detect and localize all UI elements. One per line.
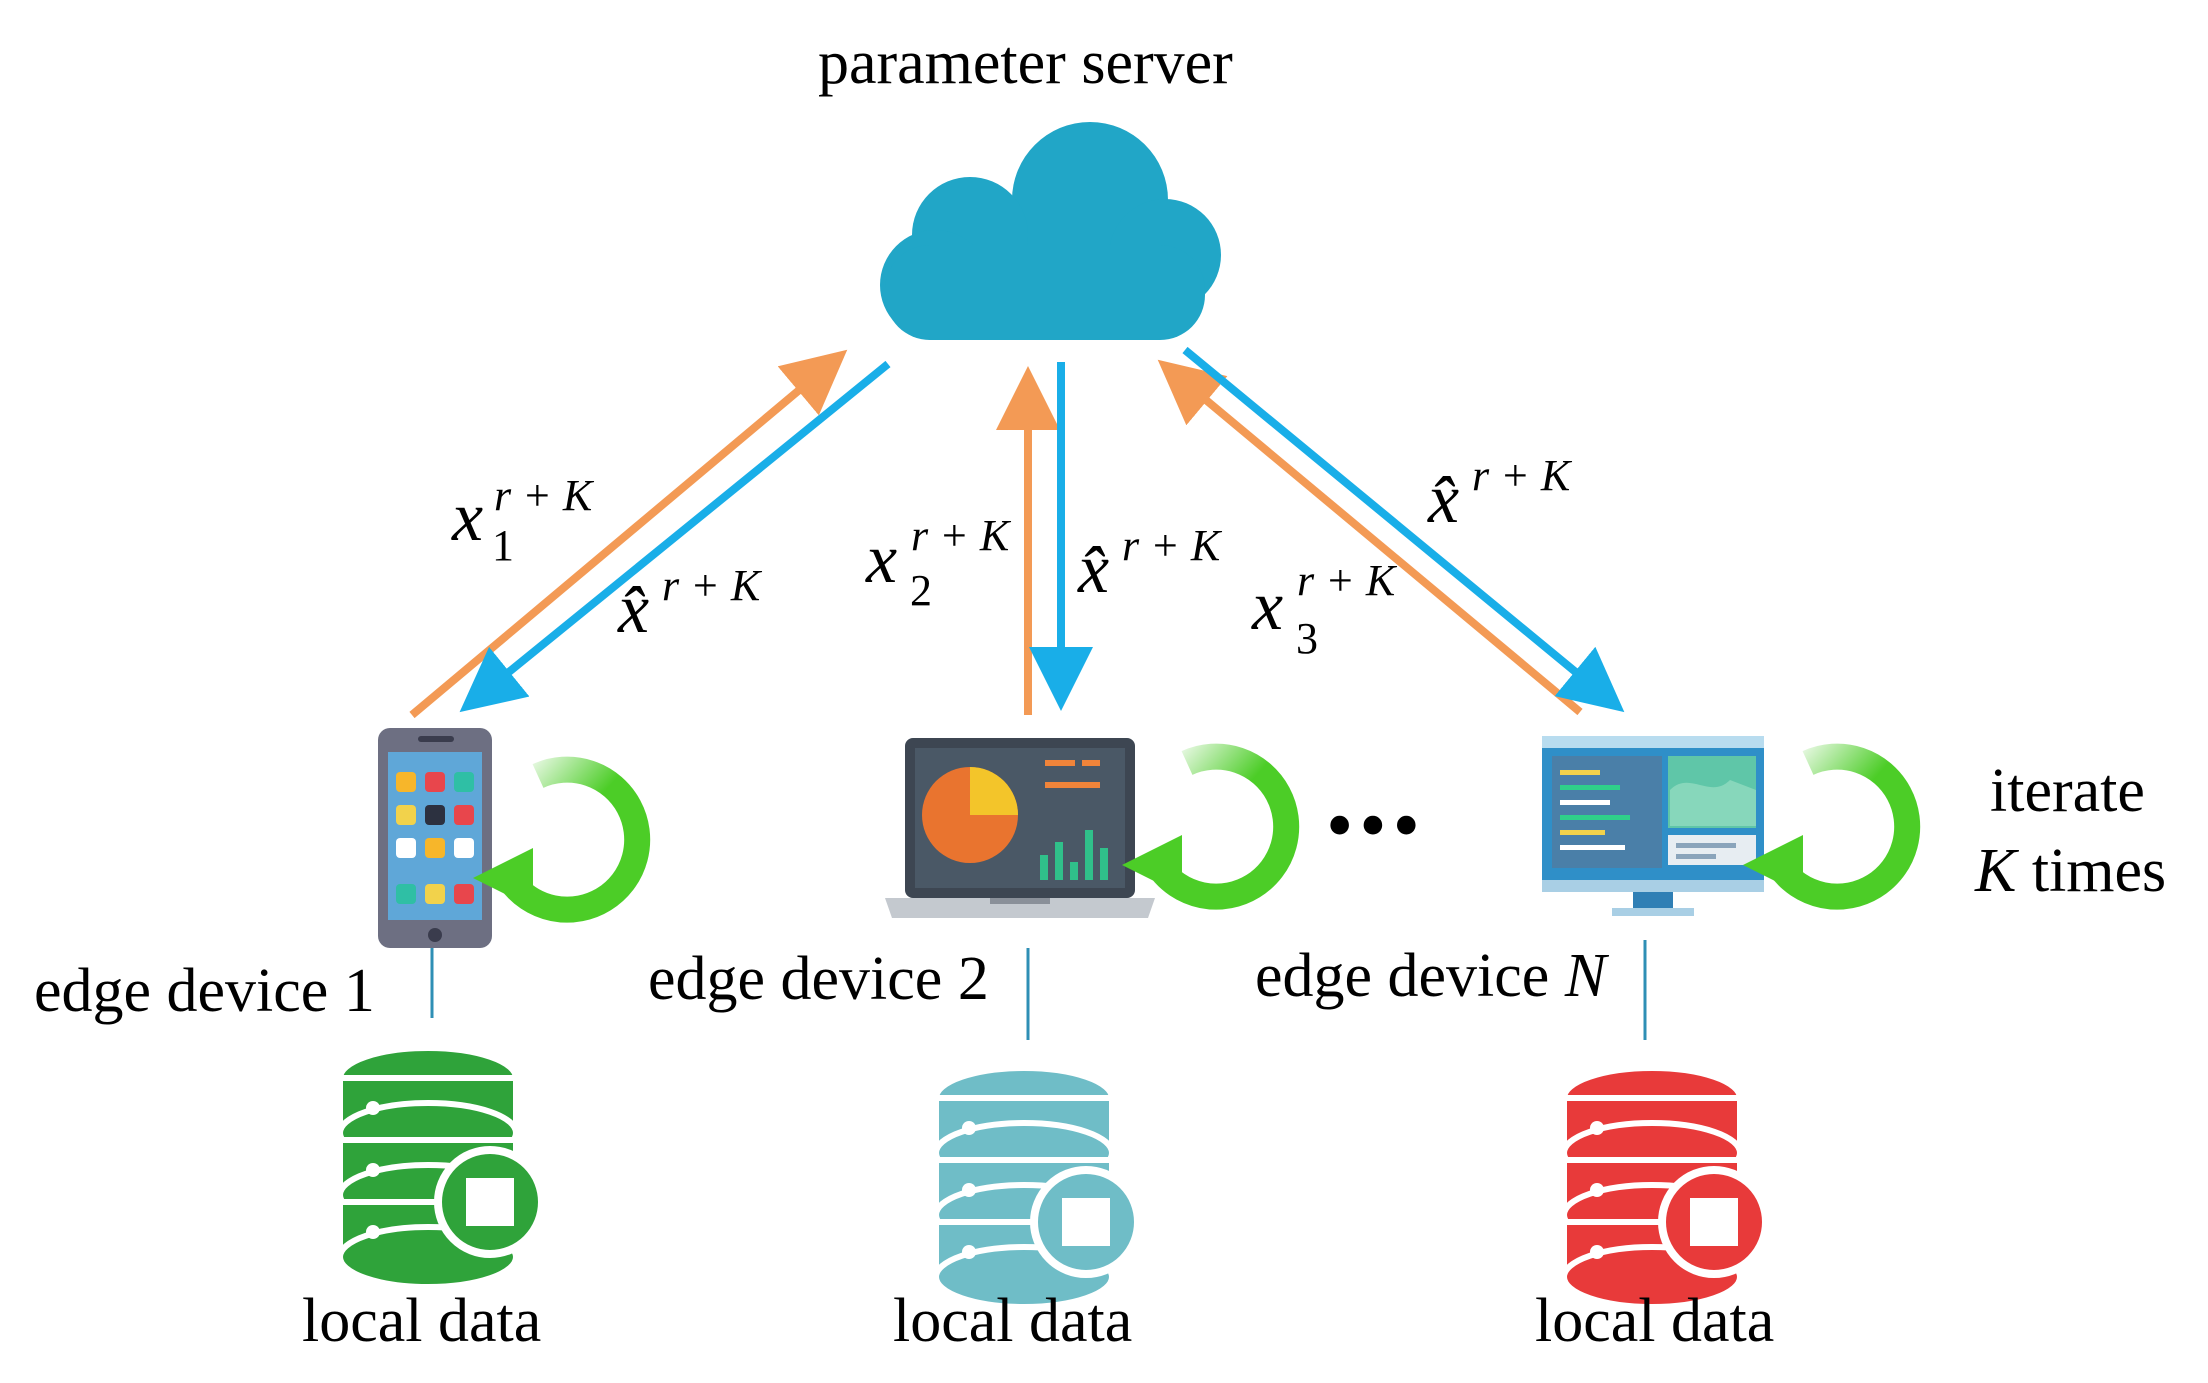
downlink-label-3: x̂ r + K xyxy=(1428,451,1571,538)
device-label-2: edge device 2 xyxy=(648,945,989,1013)
downlink-label-1: x̂ r + K xyxy=(618,561,761,648)
refresh-cycle-icon xyxy=(1122,757,1286,897)
ellipsis: ••• xyxy=(1326,781,1426,868)
uplink-label-1: x r + K 1 xyxy=(452,471,593,570)
database-icon xyxy=(936,1068,1142,1307)
local-data-label-2: local data xyxy=(893,1287,1133,1355)
refresh-cycle-icon xyxy=(473,770,637,910)
local-data-label-3: local data xyxy=(1535,1287,1775,1355)
local-data-label-1: local data xyxy=(302,1287,542,1355)
uplink-label-2: x r + K 2 xyxy=(866,511,1010,615)
refresh-cycle-icon xyxy=(1743,757,1907,897)
downlink-arrow-1 xyxy=(459,360,891,713)
desktop-monitor-icon xyxy=(1542,736,1764,916)
downlink-arrow-3 xyxy=(1182,346,1625,713)
device-label-1: edge device 1 xyxy=(34,957,375,1025)
database-icon xyxy=(1564,1068,1770,1307)
laptop-icon xyxy=(885,738,1155,918)
downlink-label-2: x̂ r + K xyxy=(1078,521,1221,608)
smartphone-icon xyxy=(378,728,492,948)
uplink-label-3: x r + K 3 xyxy=(1252,556,1396,663)
iterate-label: iterate xyxy=(1990,757,2145,825)
database-icon xyxy=(340,1048,546,1287)
server-label: parameter server xyxy=(818,29,1233,97)
cloud-icon xyxy=(880,122,1221,340)
uplink-arrow-3 xyxy=(1157,359,1583,716)
device-label-3: edge device N xyxy=(1255,942,1607,1010)
iterate-times-label: K times xyxy=(1975,837,2167,905)
